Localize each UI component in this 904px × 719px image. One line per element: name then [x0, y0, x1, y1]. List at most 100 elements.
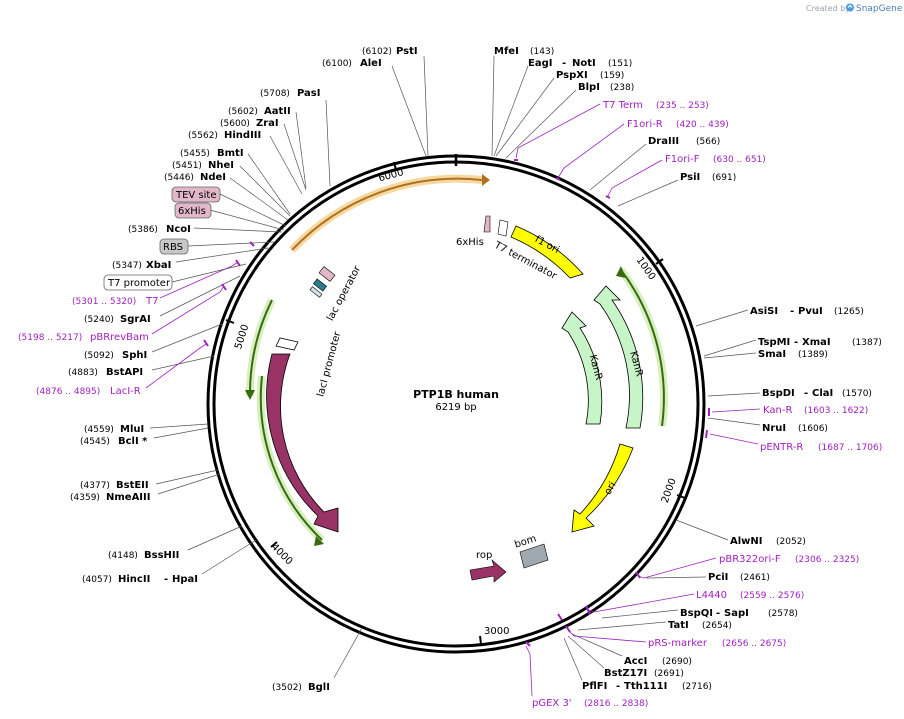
primer-kan-r-pos: (1603 .. 1622)	[804, 406, 868, 416]
enzyme-pasi[interactable]: (5708) PasI	[260, 88, 331, 187]
enzyme-zrai[interactable]: (5600) ZraI	[220, 118, 307, 191]
feature-boxes: TEV site 6xHis RBS T7 promoter	[103, 186, 287, 291]
primer-l4440[interactable]: L4440 (2559 .. 2576)	[585, 590, 804, 615]
enzyme-mfei-pos: (143)	[530, 47, 554, 57]
enzyme-psii[interactable]: PsiI (691)	[617, 172, 736, 207]
enzyme-acci[interactable]: AccI (2690)	[571, 633, 692, 667]
primer-laci-r[interactable]: (4876 .. 4895) LacI-R	[36, 339, 209, 397]
sixhis-inner-feature	[483, 215, 491, 233]
primer-pbr322ori-f[interactable]: pBR322ori-F (2306 .. 2325)	[635, 554, 859, 579]
feature-box-6xhis-label: 6xHis	[178, 206, 206, 217]
enzyme-pflfi-tth111i[interactable]: PflFI - Tth111I (2716)	[563, 637, 712, 692]
enzyme-bspdi-pos: (1570)	[842, 389, 872, 399]
enzyme-clai-dash: -	[804, 388, 808, 399]
enzyme-bstapi-name: BstAPI	[106, 367, 143, 378]
enzyme-psti[interactable]: (6102) PstI	[362, 46, 429, 157]
enzyme-bmti-pos: (5455)	[180, 149, 210, 159]
enzyme-alei[interactable]: (6100) AleI	[322, 58, 427, 157]
enzyme-sgrai[interactable]: (5240) SgrAI	[84, 275, 241, 325]
enzyme-mfei-name: MfeI	[494, 46, 519, 57]
enzyme-ndei[interactable]: (5446) NdeI	[164, 172, 289, 221]
enzyme-clai-name: ClaI	[812, 388, 833, 399]
enzyme-pspxi-name: PspXI	[556, 70, 588, 81]
enzyme-psti-pos: (6102)	[362, 47, 392, 57]
enzyme-pcii[interactable]: PciI (2461)	[645, 572, 770, 583]
orf-line-right	[620, 269, 665, 427]
primer-tick-mark	[557, 613, 563, 621]
feature-box-6xhis[interactable]: 6xHis	[174, 202, 285, 231]
enzyme-alwni-name: AlwNI	[730, 536, 763, 547]
enzyme-nmeaiii[interactable]: (4359) NmeAIII	[70, 473, 221, 503]
enzyme-pcii-name: PciI	[708, 572, 728, 583]
enzyme-bstapi[interactable]: (4883) BstAPI	[68, 355, 215, 378]
enzyme-bcli-pos: (4545)	[80, 437, 110, 447]
enzyme-ncoi-pos: (5386)	[128, 225, 158, 235]
enzyme-asisi-pvui[interactable]: AsiSI - PvuI (1265)	[695, 306, 864, 327]
primer-pentr-r[interactable]: pENTR-R (1687 .. 1706)	[705, 429, 882, 453]
enzyme-acci-name: AccI	[624, 656, 647, 667]
enzyme-eagi-noti[interactable]: EagI - NotI (151)	[493, 58, 632, 157]
primer-f1ori-r-name: F1ori-R	[627, 119, 663, 130]
enzyme-pvui-name: PvuI	[798, 306, 823, 317]
enzyme-pspxi[interactable]: PspXI (159)	[495, 70, 624, 157]
primer-f1ori-r[interactable]: F1ori-R (420 .. 439)	[555, 119, 729, 181]
primer-t7-term[interactable]: T7 Term (235 .. 253)	[514, 100, 709, 161]
enzyme-nhei[interactable]: (5451) NheI	[172, 160, 291, 217]
plasmid-name: PTP1B human	[413, 388, 499, 401]
plasmid-size: 6219 bp	[435, 402, 476, 413]
enzyme-bstz17i-name: BstZ17I	[604, 668, 647, 679]
enzyme-tati[interactable]: TatI (2654)	[577, 620, 732, 631]
enzyme-blpi[interactable]: BlpI (238)	[505, 82, 634, 159]
primer-kan-r[interactable]: Kan-R (1603 .. 1622)	[708, 405, 868, 416]
enzyme-hincii-hpai[interactable]: (4057) HincII - HpaI	[82, 539, 257, 585]
primer-l4440-pos: (2559 .. 2576)	[740, 591, 804, 601]
enzyme-smai-name: SmaI	[758, 349, 786, 360]
enzyme-bsshii[interactable]: (4148) BssHII	[108, 525, 243, 561]
primer-t7-term-name: T7 Term	[602, 100, 643, 111]
enzyme-ncoi[interactable]: (5386) NcoI	[128, 224, 283, 235]
feature-box-t7-promoter[interactable]: T7 promoter	[103, 263, 247, 291]
enzyme-noti-name: NotI	[572, 58, 596, 69]
laci-feature	[266, 353, 339, 533]
primer-pbrrevbam[interactable]: (5198 .. 5217) pBRrevBam	[18, 283, 227, 343]
primer-t7[interactable]: (5301 .. 5320) T7	[72, 259, 241, 307]
enzyme-bspqi-sapi[interactable]: BspQI - SapI (2578)	[601, 608, 798, 619]
enzyme-bgli[interactable]: (3502) BglI	[272, 627, 363, 693]
laci-label: lacI	[286, 440, 302, 460]
primers-right: T7 Term (235 .. 253) F1ori-R (420 .. 439…	[514, 100, 882, 709]
primer-prs-marker[interactable]: pRS-marker (2656 .. 2675)	[565, 625, 786, 649]
enzyme-mfei[interactable]: MfeI (143)	[491, 46, 554, 157]
enzyme-bstapi-pos: (4883)	[68, 368, 98, 378]
primer-f1ori-f[interactable]: F1ori-F (630 .. 651)	[605, 154, 766, 199]
enzyme-bstz17i[interactable]: BstZ17I (2691)	[567, 635, 684, 679]
feature-box-rbs[interactable]: RBS	[159, 238, 275, 255]
enzyme-tspmi-xmai[interactable]: TspMI - XmaI (1387)	[703, 337, 882, 357]
enzyme-mlui[interactable]: (4559) MluI	[84, 423, 209, 435]
enzyme-smai[interactable]: SmaI (1389)	[703, 349, 828, 360]
enzyme-nrui[interactable]: NruI (1606)	[707, 417, 828, 434]
enzyme-sgrai-name: SgrAI	[120, 314, 151, 325]
enzyme-aatii[interactable]: (5602) AatII	[228, 106, 307, 189]
enzyme-hindiii[interactable]: (5562) HindIII	[188, 130, 303, 195]
enzyme-bsteii[interactable]: (4377) BstEII	[80, 469, 219, 491]
enzyme-tth111i-dash: -	[616, 681, 620, 692]
enzyme-draiii[interactable]: DraIII (566)	[589, 136, 720, 191]
enzyme-pasi-name: PasI	[297, 88, 320, 99]
enzyme-pcii-pos: (2461)	[740, 573, 770, 583]
enzyme-asisi-pos: (1265)	[834, 307, 864, 317]
enzyme-tth111i-name: Tth111I	[624, 681, 667, 692]
enzyme-bcli[interactable]: (4545) BclI *	[80, 427, 209, 447]
enzyme-pflfi-name: PflFI	[582, 681, 607, 692]
enzyme-bmti-name: BmtI	[217, 148, 244, 159]
feature-box-tev-site[interactable]: TEV site	[171, 186, 287, 227]
enzyme-psii-name: PsiI	[680, 172, 700, 183]
enzyme-bsshii-pos: (4148)	[108, 551, 138, 561]
primer-pbrrevbam-name: pBRrevBam	[90, 332, 149, 343]
enzyme-xbai-name: XbaI	[146, 260, 171, 271]
enzyme-bmti[interactable]: (5455) BmtI	[180, 148, 291, 215]
enzyme-xbai[interactable]: (5347) XbaI	[112, 247, 269, 271]
enzyme-alwni[interactable]: AlwNI (2052)	[675, 519, 806, 547]
enzyme-bspdi-clai[interactable]: BspDI - ClaI (1570)	[707, 388, 872, 399]
primer-pgex-3[interactable]: pGEX 3' (2816 .. 2838)	[525, 641, 648, 709]
enzyme-sphi[interactable]: (5092) SphI	[84, 323, 223, 361]
